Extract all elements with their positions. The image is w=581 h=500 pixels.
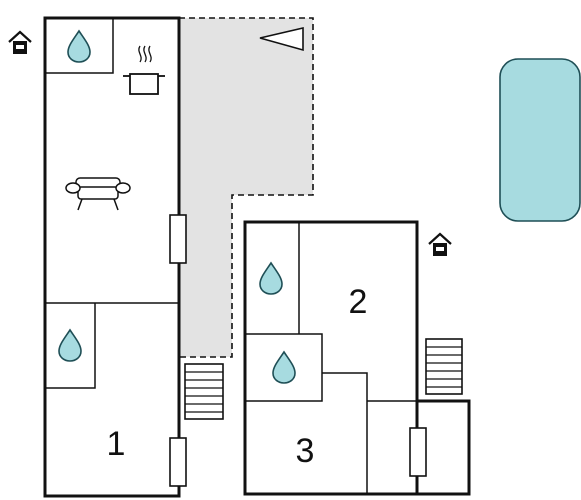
stairs-icon	[184, 363, 224, 420]
terrace-area	[178, 17, 314, 358]
sofa-icon	[65, 177, 131, 211]
room-label-3: 3	[296, 432, 315, 470]
stairs-icon	[425, 338, 463, 395]
house-entrance-icon	[427, 232, 453, 258]
window-icon	[169, 437, 187, 487]
building-left	[43, 16, 187, 498]
room-label-2: 2	[349, 283, 368, 321]
window-icon	[169, 214, 187, 264]
direction-arrow-icon	[259, 26, 304, 52]
house-entrance-icon	[7, 30, 33, 56]
window-icon	[409, 427, 427, 477]
swimming-pool-icon	[499, 58, 581, 222]
cooking-pot-icon	[123, 45, 165, 95]
room-label-1: 1	[107, 425, 126, 463]
